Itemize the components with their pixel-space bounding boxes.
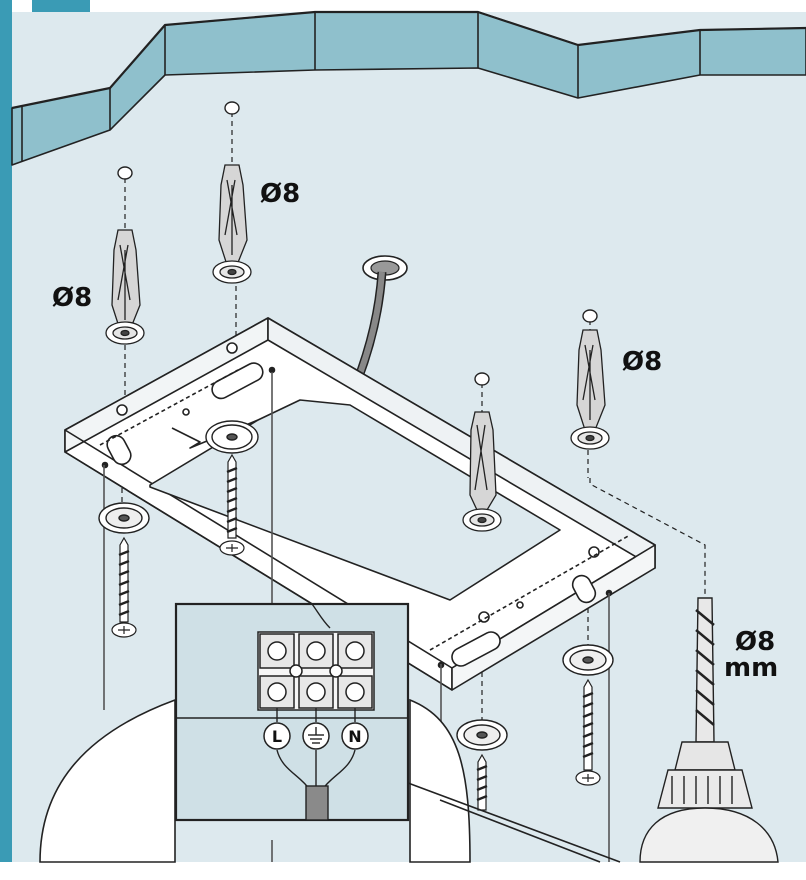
mounting-bracket	[64, 317, 656, 691]
dowel-size-label-2: Ø8	[260, 179, 300, 209]
terminal-neutral-label: N	[348, 727, 361, 746]
terminal-block	[257, 631, 375, 711]
wall-plug-2	[212, 164, 252, 284]
loose-washers	[98, 502, 614, 751]
drill-unit-label: mm	[724, 653, 778, 683]
dowel-size-label-3: Ø8	[622, 347, 662, 377]
terminal-live-marker	[263, 722, 291, 750]
ceiling-trim	[11, 10, 806, 166]
washer-highlighted	[205, 420, 259, 454]
terminal-neutral-marker	[341, 722, 369, 750]
screw-3	[575, 678, 601, 786]
wall-plug-4	[570, 329, 610, 450]
drill-point-markers	[117, 101, 598, 386]
terminal-block-inset: L N	[174, 602, 410, 822]
drill	[639, 597, 779, 863]
inset-supply-cable	[305, 785, 329, 821]
drill-size-label: Ø8	[735, 627, 775, 657]
wall-plug-3	[462, 411, 502, 532]
bottom-band	[0, 862, 806, 876]
earth-icon	[308, 727, 324, 744]
screw-1	[111, 536, 137, 638]
screw-2	[219, 453, 245, 556]
dowel-size-label-1: Ø8	[52, 283, 92, 313]
screws	[111, 453, 601, 811]
screw-4	[476, 753, 488, 811]
terminal-earth-marker	[302, 722, 330, 750]
left-border	[0, 0, 12, 876]
wall-plug-1	[105, 229, 145, 345]
terminal-live-label: L	[272, 727, 282, 746]
step-marker	[32, 0, 90, 12]
lamp-housing	[39, 698, 621, 863]
